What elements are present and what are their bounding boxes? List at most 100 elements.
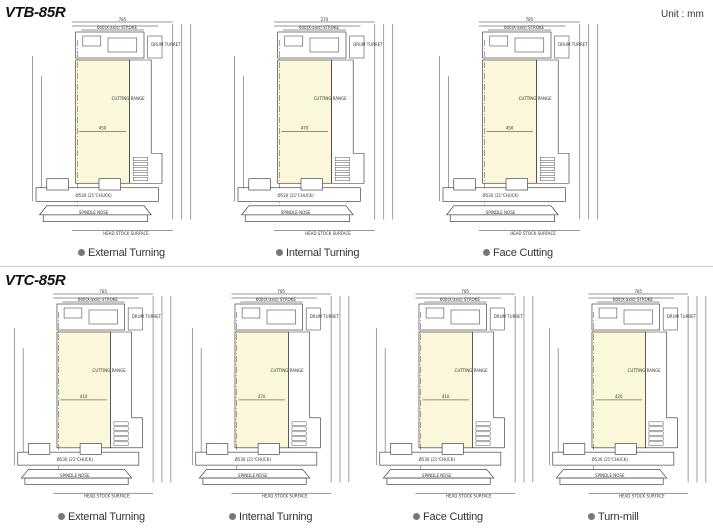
range-dimension: 450 CUTTING RANGE	[486, 96, 552, 132]
cutting-range-label: CUTTING RANGE	[455, 368, 489, 373]
chuck-label: Ø530 (21"CHUCK)	[75, 193, 112, 198]
diagram-drawing: 785 600(X-axis) STROKE DRUM TURRET 450 CUTTI…	[439, 17, 599, 236]
caption-text: Face Cutting	[493, 247, 553, 259]
chuck-table: Ø530 (21"CHUCK)	[552, 443, 675, 466]
caption-text: Internal Turning	[286, 247, 360, 259]
caption-text: Face Cutting	[423, 511, 483, 523]
spindle-nose-label: SPINDLE NOSE	[238, 473, 268, 478]
turret-assembly: DRUM TURRET	[234, 303, 340, 331]
stroke-label: 600(X-axis) STROKE	[440, 297, 481, 302]
machine-diagram-face-cutting: 785 600(X-axis) STROKE DRUM TURRET 450 CUTTI…	[425, 16, 605, 242]
head-stock-label: HEAD STOCK SURFACE	[305, 231, 351, 236]
stroke-label: 600(X-axis) STROKE	[97, 25, 138, 30]
diagram-caption: External Turning	[58, 511, 145, 523]
turret-assembly: DRUM TURRET	[418, 303, 524, 331]
diagram-caption: Face Cutting	[413, 511, 483, 523]
chuck-label: Ø530 (21"CHUCK)	[57, 457, 94, 462]
spindle-nose-label: SPINDLE NOSE	[60, 473, 90, 478]
cutting-range-area	[234, 331, 289, 449]
stroke-label: 600(X-axis) STROKE	[613, 297, 654, 302]
spindle-base: SPINDLE NOSE HEAD STOCK SURFACE	[198, 469, 332, 499]
spindle-nose-label: SPINDLE NOSE	[595, 473, 625, 478]
cutting-range-area	[482, 59, 537, 184]
cutting-range-area	[591, 331, 646, 449]
diagram-caption: Internal Turning	[276, 247, 359, 259]
spindle-nose-label: SPINDLE NOSE	[486, 210, 516, 215]
top-dimension-label: 785	[277, 289, 285, 294]
vertical-dimension-lines	[234, 24, 394, 220]
range-label: 450	[99, 126, 107, 131]
tool-holder	[288, 331, 321, 449]
cutting-range-area	[75, 59, 130, 184]
vtb-85r-title: VTB-85R	[5, 4, 66, 21]
top-dimension-label: 270	[321, 17, 329, 22]
range-label: 410	[442, 394, 450, 399]
chuck-table: Ø530 (21"CHUCK)	[35, 178, 159, 202]
spindle-base: SPINDLE NOSE HEAD STOCK SURFACE	[38, 205, 173, 236]
stroke-label: 600(X-axis) STROKE	[504, 25, 545, 30]
caption-text: External Turning	[68, 511, 145, 523]
turret-assembly: DRUM TURRET	[482, 31, 588, 59]
range-label: 410	[80, 394, 88, 399]
cutting-range-label: CUTTING RANGE	[314, 96, 348, 101]
tool-holder	[472, 331, 505, 449]
range-label: 450	[506, 126, 514, 131]
range-label: 470	[258, 394, 266, 399]
turret-label: DRUM TURRET	[667, 314, 697, 319]
bullet-icon	[276, 249, 283, 256]
vertical-dimension-lines	[14, 296, 172, 483]
turret-label: DRUM TURRET	[353, 42, 383, 47]
spindle-nose-label: SPINDLE NOSE	[79, 210, 109, 215]
bullet-icon	[483, 249, 490, 256]
bullet-icon	[229, 513, 236, 520]
top-dimension-label: 785	[99, 289, 107, 294]
range-dimension: 410 CUTTING RANGE	[422, 368, 489, 401]
chuck-table: Ø530 (21"CHUCK)	[379, 443, 502, 466]
caption-text: External Turning	[88, 247, 165, 259]
diagram-caption: Face Cutting	[483, 247, 553, 259]
vertical-dimension-lines	[549, 296, 707, 483]
cutting-range-area	[56, 331, 111, 449]
turret-label: DRUM TURRET	[558, 42, 588, 47]
spindle-nose-label: SPINDLE NOSE	[422, 473, 452, 478]
head-stock-label: HEAD STOCK SURFACE	[103, 231, 149, 236]
turret-assembly: DRUM TURRET	[75, 31, 181, 59]
chuck-table: Ø530 (21"CHUCK)	[195, 443, 318, 466]
tool-holder	[110, 331, 143, 449]
turret-label: DRUM TURRET	[151, 42, 181, 47]
head-stock-label: HEAD STOCK SURFACE	[262, 494, 308, 499]
cutting-range-label: CUTTING RANGE	[519, 96, 553, 101]
top-dimension-label: 785	[526, 17, 534, 22]
vertical-dimension-lines	[376, 296, 534, 483]
turret-label: DRUM TURRET	[494, 314, 524, 319]
top-dimension-lines: 785 600(X-axis) STROKE	[479, 17, 580, 31]
chuck-label: Ø530 (21"CHUCK)	[277, 193, 314, 198]
range-label: 420	[615, 394, 623, 399]
vertical-dimension-lines	[439, 24, 599, 220]
vertical-dimension-lines	[192, 296, 350, 483]
vertical-dimension-lines	[32, 24, 192, 220]
diagram-caption: External Turning	[78, 247, 165, 259]
turret-label: DRUM TURRET	[310, 314, 340, 319]
diagram-caption: Turn-mill	[588, 511, 639, 523]
